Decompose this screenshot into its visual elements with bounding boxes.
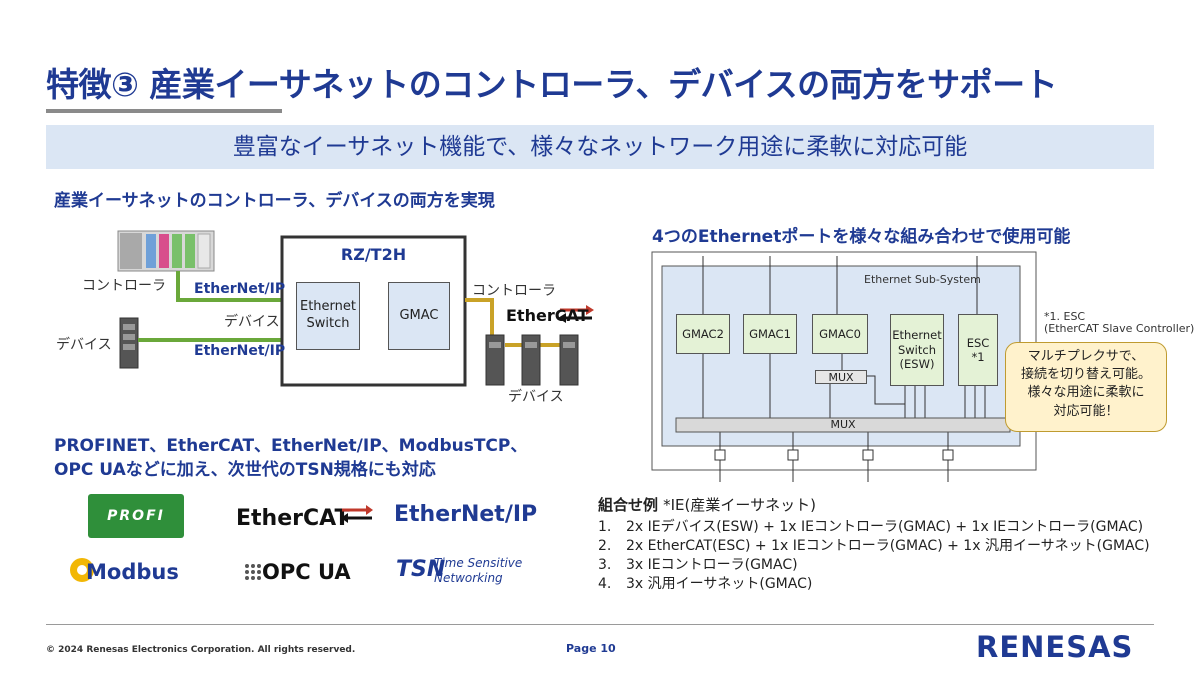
ethernetip-logo-1: EtherNet/IP bbox=[194, 281, 286, 297]
label-device-right: デバイス bbox=[508, 389, 564, 405]
tsn-sub-1: Time Sensitive bbox=[434, 556, 523, 570]
mux-bar-label: MUX bbox=[830, 418, 856, 431]
gmac1-block: GMAC1 bbox=[743, 314, 797, 354]
subsystem-label: Ethernet Sub-System bbox=[864, 273, 981, 286]
right-heading: 4つのEthernetポートを様々な組み合わせで使用可能 bbox=[652, 227, 1071, 247]
list-item: 4.3x 汎用イーサネット(GMAC) bbox=[598, 576, 813, 592]
footer-divider bbox=[46, 624, 1154, 625]
label-device-mid: デバイス bbox=[224, 314, 280, 330]
ethercat-logo: EtherCAT bbox=[236, 506, 350, 531]
combo-heading: 組合せ例 *IE(産業イーサネット) bbox=[598, 494, 816, 515]
ethernetip-logo-large: EtherNet/IP bbox=[394, 502, 538, 527]
esw-block: Ethernet Switch (ESW) bbox=[890, 314, 944, 386]
combo-title: 組合せ例 bbox=[598, 496, 659, 514]
protocols-line-1: PROFINET、EtherCAT、EtherNet/IP、ModbusTCP、 bbox=[54, 436, 528, 456]
tsn-sub-2: Networking bbox=[434, 571, 503, 585]
callout-bubble: マルチプレクサで、 接続を切り替え可能。 様々な用途に柔軟に 対応可能！ bbox=[1005, 342, 1167, 432]
left-diagram-graphics bbox=[117, 230, 594, 387]
title-underline bbox=[46, 109, 282, 113]
mux-small-block: MUX bbox=[815, 370, 867, 384]
label-device-left: デバイス bbox=[56, 337, 112, 353]
gmac0-block: GMAC0 bbox=[812, 314, 868, 354]
page-subtitle: 豊富なイーサネット機能で、様々なネットワーク用途に柔軟に対応可能 bbox=[232, 134, 968, 160]
left-heading: 産業イーサネットのコントローラ、デバイスの両方を実現 bbox=[54, 191, 495, 211]
chip-title: RZ/T2H bbox=[340, 245, 407, 264]
ethernet-switch-block: Ethernet Switch bbox=[296, 282, 360, 350]
device-left-icon bbox=[119, 317, 139, 369]
ethernetip-logo-2: EtherNet/IP bbox=[194, 343, 286, 359]
ethercat-logo-small: EtherCAT bbox=[506, 306, 589, 325]
page-title: 特徴③ 産業イーサネットのコントローラ、デバイスの両方をサポート bbox=[46, 65, 1058, 104]
profinet-logo: PROFI NET bbox=[88, 494, 184, 568]
subtitle-band bbox=[46, 125, 1154, 169]
combo-note: *IE(産業イーサネット) bbox=[663, 496, 816, 514]
tsn-logo: TSN bbox=[396, 557, 446, 582]
ethercat-arrows-icon bbox=[341, 505, 373, 523]
esc-block: ESC *1 bbox=[958, 314, 998, 386]
modbus-logo: Modbus bbox=[86, 560, 179, 584]
device-right-icons bbox=[485, 334, 579, 386]
esc-note-line-1: *1. ESC bbox=[1044, 310, 1086, 323]
page-number: Page 10 bbox=[566, 642, 616, 655]
esc-note-line-2: (EtherCAT Slave Controller) bbox=[1044, 322, 1195, 335]
renesas-logo: RENESAS bbox=[976, 630, 1134, 664]
opcua-logo: OPC UA bbox=[262, 560, 351, 584]
opcua-dots-icon bbox=[245, 564, 261, 580]
label-controller-left: コントローラ bbox=[82, 278, 166, 294]
modbus-star-icon bbox=[70, 558, 94, 582]
gmac2-block: GMAC2 bbox=[676, 314, 730, 354]
combo-list: 1.2x IEデバイス(ESW) + 1x IEコントローラ(GMAC) + 1… bbox=[598, 516, 1150, 592]
copyright: © 2024 Renesas Electronics Corporation. … bbox=[46, 645, 356, 655]
protocols-line-2: OPC UAなどに加え、次世代のTSN規格にも対応 bbox=[54, 460, 436, 480]
list-item: 3.3x IEコントローラ(GMAC) bbox=[598, 557, 798, 573]
plc-controller-icon bbox=[117, 230, 215, 272]
gmac-block: GMAC bbox=[388, 282, 450, 350]
label-controller-right: コントローラ bbox=[472, 283, 556, 299]
list-item: 2.2x EtherCAT(ESC) + 1x IEコントローラ(GMAC) +… bbox=[598, 538, 1150, 554]
list-item: 1.2x IEデバイス(ESW) + 1x IEコントローラ(GMAC) + 1… bbox=[598, 519, 1144, 535]
